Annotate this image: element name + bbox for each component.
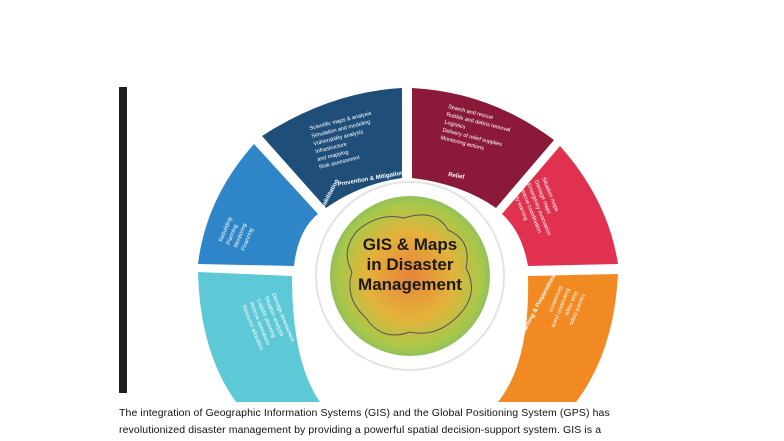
center-title: GIS & Maps in Disaster Management <box>358 235 462 294</box>
segment-relief <box>412 88 554 208</box>
center-map <box>330 196 490 356</box>
svg-text:Logistics: Logistics <box>444 120 466 131</box>
svg-text:Management: Management <box>358 275 462 294</box>
segment-early-warning <box>498 274 618 402</box>
segment-response <box>502 146 618 266</box>
segment-prevention <box>262 88 402 208</box>
bullets-response-left: Damage assessment Situation analysis Log… <box>240 293 295 352</box>
svg-text:in Disaster: in Disaster <box>367 255 454 274</box>
caption-line-1: The integration of Geographic Informatio… <box>119 407 610 419</box>
label-relief: Relief <box>448 172 466 181</box>
caption-paragraph: The integration of Geographic Informatio… <box>119 405 679 439</box>
left-border-rule <box>119 87 127 393</box>
label-response-left: Response <box>296 288 315 317</box>
inner-ring-border <box>315 181 505 371</box>
bullets-recovery: Rebuilding Planning Monitoring Financing <box>218 216 255 251</box>
svg-text:GIS & Maps: GIS & Maps <box>363 235 457 254</box>
segment-response-left <box>198 272 320 402</box>
caption-line-2: revolutionized disaster management by pr… <box>119 424 602 436</box>
disaster-cycle-diagram: Prevention & Mitigation Relief Response … <box>198 88 618 402</box>
map-region-outline <box>346 214 472 336</box>
segment-recovery <box>198 144 318 266</box>
